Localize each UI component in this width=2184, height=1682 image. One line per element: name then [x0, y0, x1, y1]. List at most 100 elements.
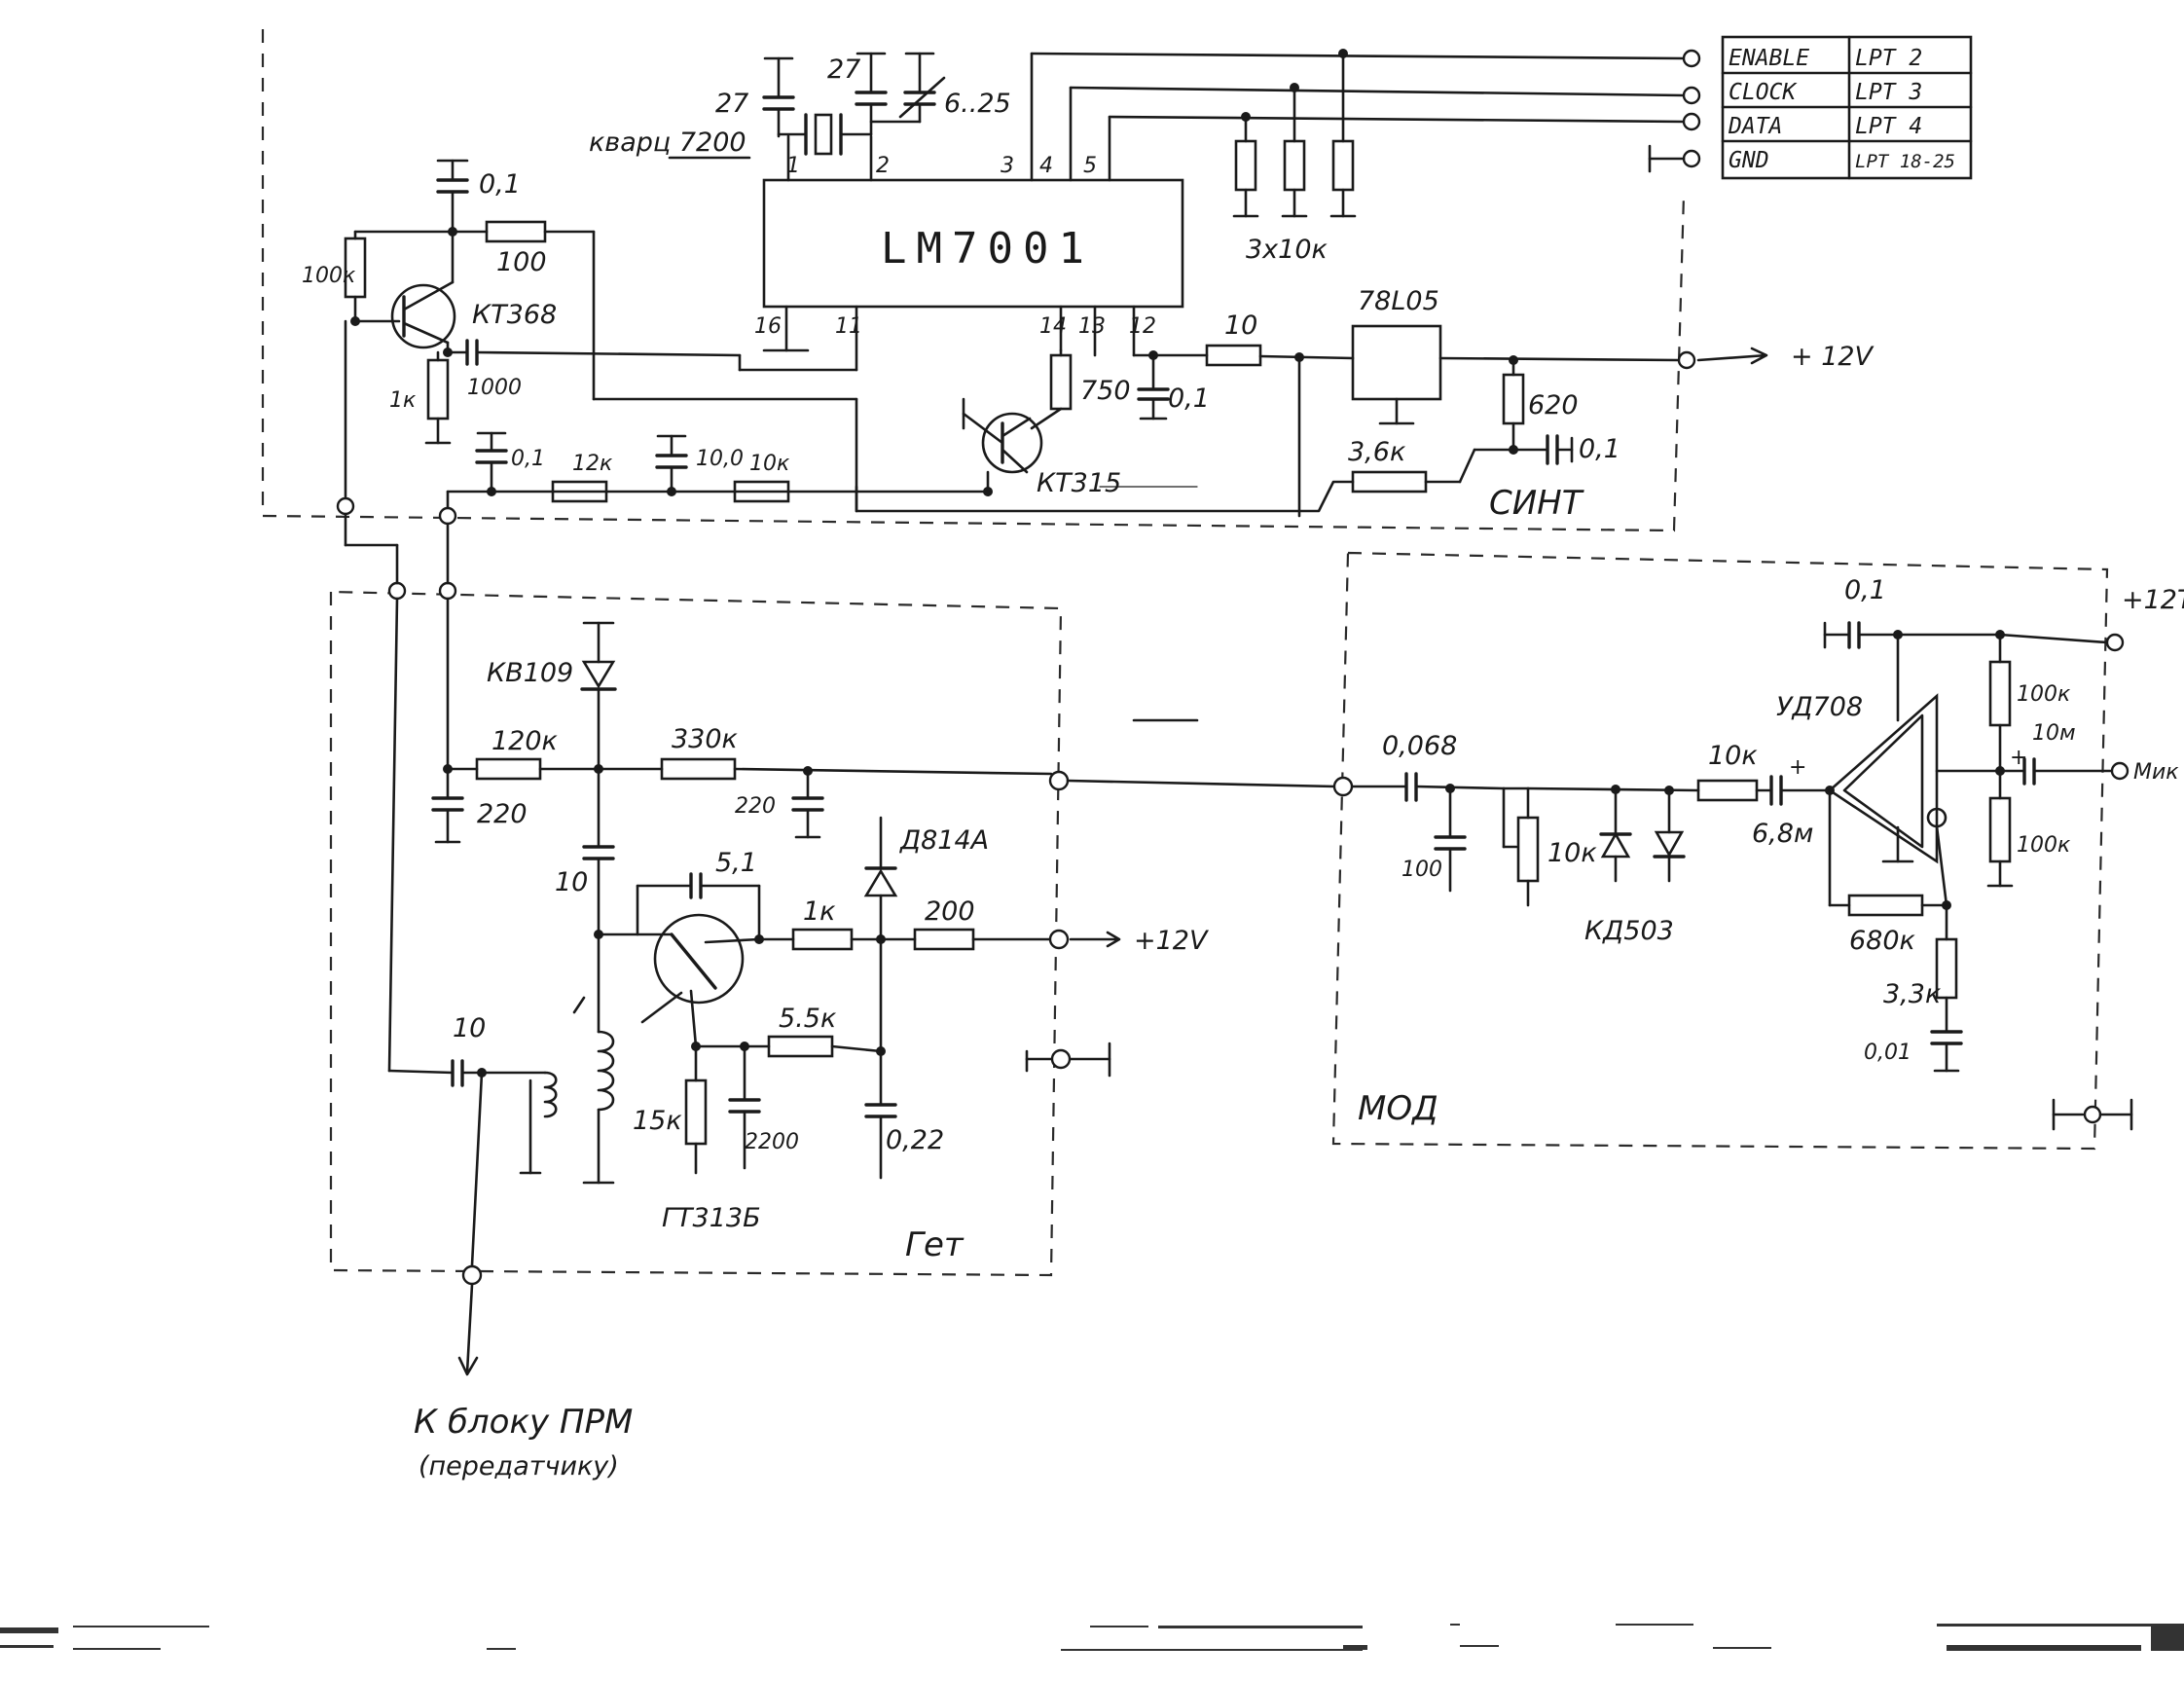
cap-5-1-label: 5,1 [715, 848, 757, 878]
resistor-10k-filter [733, 480, 790, 503]
cap-filter-label: 0,1 [511, 447, 545, 471]
resistor-120k-label: 120к [491, 726, 559, 756]
plus12v-label-synth: + 12V [1791, 342, 1875, 372]
resistor-10k-mod-label: 10к [1708, 741, 1758, 771]
resistor-5-5k [767, 1035, 834, 1058]
cap-220b-label: 220 [735, 794, 776, 819]
potentiometer-10k [1516, 816, 1540, 883]
resistor-620-label: 620 [1528, 390, 1579, 420]
diodes-label: КД503 [1584, 916, 1674, 946]
cap-pin12-label: 0,1 [1168, 384, 1210, 414]
synth-block: LM7001 1 2 3 4 5 кварц 7200 27 27 [302, 49, 1875, 526]
pin12-label: 12 [1129, 314, 1156, 339]
resistor-1k-emitter-label: 1к [389, 388, 417, 413]
cap-27a-label: 27 [715, 89, 748, 119]
resistor-10 [1205, 344, 1262, 367]
resistor-3-6k [1351, 470, 1428, 494]
output-terminal [461, 1264, 483, 1286]
svg-text:+: + [1789, 755, 1806, 780]
resistor-12k-label: 12к [572, 452, 613, 476]
cap-10m-label: 10м [2032, 721, 2076, 746]
gen-block-label: Гет [905, 1225, 965, 1264]
crystal-label: кварц 7200 [589, 128, 746, 158]
pin13-label: 13 [1078, 314, 1106, 339]
opamp-ud708 [1827, 693, 1939, 864]
resistor-15k [684, 1079, 708, 1146]
resistor-100k-top [1988, 660, 2012, 727]
cap-0-1-mod-label: 0,1 [1844, 575, 1886, 605]
cap-10-0-label: 10,0 [696, 447, 744, 471]
gen-rf-terminal [387, 581, 407, 601]
pin1-label: 1 [786, 154, 800, 178]
inductor [597, 1030, 615, 1112]
mod-block: 0,068 100 10к КД503 10к + [1066, 575, 2184, 1131]
resistor-1k-gen [791, 928, 854, 951]
lpt-row-clock-signal: CLOCK [1729, 80, 1798, 105]
pullups-label: 3x10к [1246, 235, 1329, 265]
resistor-10k-filter-label: 10к [749, 452, 790, 476]
lpt-row-gnd-pin: LPT 18-25 [1855, 151, 1955, 172]
lpt-row-clock-pin: LPT 3 [1855, 80, 1922, 105]
resistor-330k [660, 757, 737, 781]
diode-kd503-2 [1654, 830, 1685, 858]
resistor-100k-bottom-label: 100к [2017, 833, 2071, 858]
pin5-label: 5 [1083, 154, 1097, 178]
synth-block-label: СИНТ [1489, 484, 1584, 523]
plus12tx-label: +12Тх [2122, 585, 2184, 615]
resistor-10k-mod [1696, 779, 1759, 802]
lpt-row-enable-signal: ENABLE [1729, 46, 1809, 71]
transistor-gt313 [653, 913, 745, 1005]
resistor-10-label: 10 [1224, 311, 1257, 341]
resistor-750 [1049, 353, 1073, 411]
cap-220a-label: 220 [477, 799, 528, 829]
data-terminal [1682, 112, 1701, 131]
resistor-200 [913, 928, 975, 951]
regulator-label: 78L05 [1358, 286, 1439, 316]
resistor-100k-bottom [1988, 796, 2012, 863]
lpt-row-enable-pin: LPT 2 [1855, 46, 1922, 71]
cap-0-22-label: 0,22 [886, 1125, 944, 1155]
scan-artifacts [0, 1624, 2184, 1651]
output-label-line1: К блоку ПРМ [414, 1403, 633, 1442]
mod-block-outline [1331, 551, 2109, 1151]
resistor-100 [485, 220, 547, 243]
lpt-row-data-pin: LPT 4 [1855, 114, 1922, 139]
pullup-resistor-1 [1234, 139, 1257, 192]
synth-block-outline [261, 29, 1686, 532]
cap-top-label: 0,1 [479, 169, 521, 200]
pin14-label: 14 [1039, 314, 1067, 339]
zener-label: Д814А [899, 825, 989, 856]
clock-terminal [1682, 86, 1701, 105]
resistor-1k-emitter [426, 358, 450, 420]
resistor-120k [475, 757, 542, 781]
zener-d814a [863, 868, 898, 897]
cap-10-label: 10 [555, 867, 588, 897]
kt368-label: КТ368 [472, 300, 557, 330]
gen-block: 220 120к КВ109 330к 220 10 [344, 512, 1210, 1376]
resistor-620 [1502, 373, 1525, 425]
pin16-label: 16 [754, 314, 782, 339]
diode-kd503-1 [1600, 831, 1631, 859]
pin4-label: 4 [1039, 154, 1053, 178]
cap-out-10-label: 10 [453, 1013, 486, 1043]
resistor-680k-label: 680к [1849, 926, 1916, 956]
resistor-12k [551, 480, 608, 503]
synth-tuning-terminal [438, 506, 457, 526]
resistor-100k-label: 100к [302, 264, 356, 288]
cap-27b-label: 27 [827, 55, 860, 85]
varicap-kv109 [581, 660, 616, 689]
mic-label: Мик [2133, 760, 2179, 785]
output-label-line2: (передатчику) [419, 1451, 619, 1481]
resistor-3-6k-label: 3,6к [1348, 437, 1406, 467]
gnd-terminal [1682, 149, 1701, 168]
lm7001-chip [762, 178, 1184, 309]
cap-reg-label: 0,1 [1579, 434, 1620, 464]
lpt-table: ENABLE LPT 2 CLOCK LPT 3 DATA LPT 4 GND … [1721, 35, 1973, 180]
cap-2200-label: 2200 [745, 1130, 799, 1154]
pin3-label: 3 [1001, 154, 1014, 178]
cap-6-8-label: 6,8м [1752, 819, 1813, 849]
resistor-1k-gen-label: 1к [803, 896, 836, 927]
lm7001-label: LM7001 [881, 224, 1094, 274]
resistor-5-5k-label: 5.5к [779, 1004, 837, 1034]
